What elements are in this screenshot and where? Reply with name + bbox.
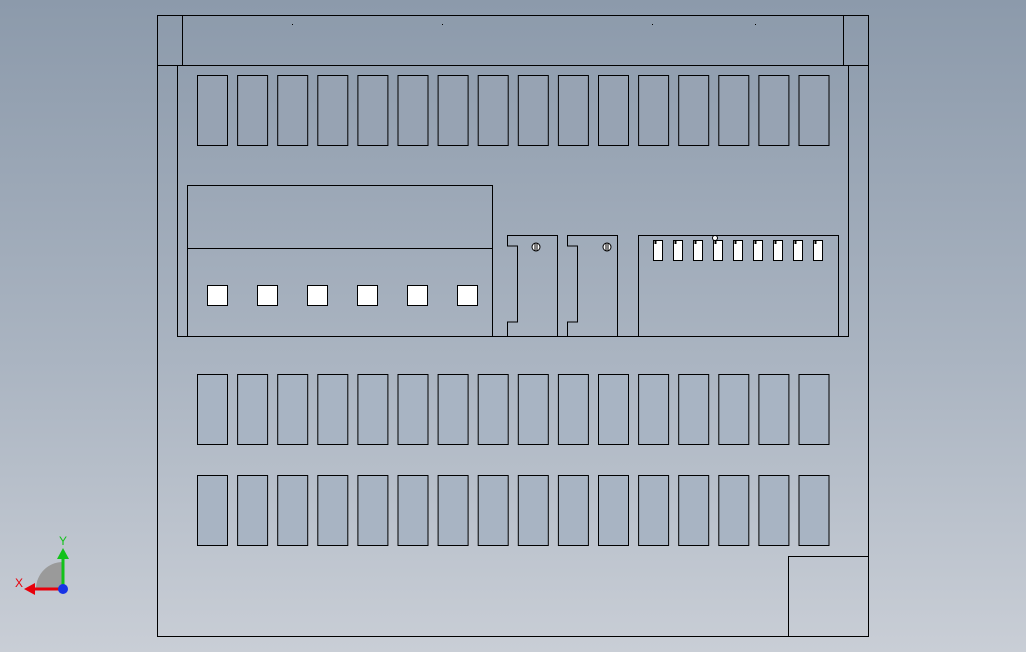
lower-module-16 [798, 475, 830, 546]
upper-module-9 [517, 75, 549, 146]
lower-module-9 [517, 475, 549, 546]
connector-pin-tab-8 [794, 240, 797, 244]
connector-strip [638, 235, 839, 337]
connector-pin-4 [713, 240, 723, 261]
orientation-triad: X Y [15, 534, 69, 595]
middle-module-7 [437, 374, 469, 445]
middle-module-15 [758, 374, 790, 445]
middle-module-2 [237, 374, 269, 445]
connector-pin-7 [773, 240, 783, 261]
triad-quadrant [36, 562, 63, 589]
middle-module-4 [317, 374, 349, 445]
middle-module-8 [477, 374, 509, 445]
terminal-box-5 [407, 285, 428, 306]
lower-module-8 [477, 475, 509, 546]
lower-module-4 [317, 475, 349, 546]
y-axis-label: Y [59, 534, 67, 548]
upper-module-14 [718, 75, 750, 146]
terminal-box-6 [457, 285, 478, 306]
connector-pin-tab-5 [734, 240, 737, 244]
z-axis-dot [58, 584, 68, 594]
upper-module-5 [357, 75, 389, 146]
connector-pin-1 [653, 240, 663, 261]
terminal-box-1 [207, 285, 228, 306]
middle-module-5 [357, 374, 389, 445]
upper-module-10 [557, 75, 589, 146]
upper-module-15 [758, 75, 790, 146]
terminal-box-2 [257, 285, 278, 306]
lower-module-row [197, 475, 830, 546]
top-cover [157, 15, 868, 66]
connector-pin-tab-3 [694, 240, 697, 244]
lower-module-12 [638, 475, 670, 546]
middle-module-12 [638, 374, 670, 445]
cabinet-outline [157, 15, 869, 637]
connector-pin-5 [733, 240, 743, 261]
terminal-box-4 [357, 285, 378, 306]
upper-module-4 [317, 75, 349, 146]
lower-module-7 [437, 475, 469, 546]
middle-module-6 [397, 374, 429, 445]
lower-module-5 [357, 475, 389, 546]
lower-module-6 [397, 475, 429, 546]
breaker-clamp-right [567, 235, 618, 336]
middle-module-3 [277, 374, 309, 445]
x-axis-label: X [15, 576, 23, 590]
breaker-clamp-left [507, 235, 558, 336]
upper-module-row [197, 75, 830, 146]
upper-module-11 [598, 75, 629, 146]
middle-module-11 [598, 374, 629, 445]
lower-module-15 [758, 475, 790, 546]
connector-pin-tab-1 [654, 240, 657, 244]
upper-module-7 [437, 75, 469, 146]
connector-pin-6 [753, 240, 763, 261]
lower-module-2 [237, 475, 269, 546]
connector-pin-9 [813, 240, 823, 261]
lower-module-10 [557, 475, 589, 546]
upper-module-1 [197, 75, 228, 146]
upper-module-2 [237, 75, 269, 146]
upper-module-13 [678, 75, 710, 146]
lower-module-3 [277, 475, 309, 546]
lower-module-11 [598, 475, 629, 546]
upper-module-16 [798, 75, 830, 146]
connector-pin-tab-2 [674, 240, 677, 244]
upper-module-6 [397, 75, 429, 146]
upper-module-12 [638, 75, 670, 146]
middle-module-13 [678, 374, 710, 445]
connector-pin-2 [673, 240, 683, 261]
lower-module-13 [678, 475, 710, 546]
middle-module-14 [718, 374, 750, 445]
connector-pin-tab-9 [814, 240, 817, 244]
middle-module-row [197, 374, 830, 445]
title-block [788, 556, 869, 637]
upper-module-3 [277, 75, 309, 146]
middle-module-9 [517, 374, 549, 445]
middle-module-16 [798, 374, 830, 445]
lower-module-14 [718, 475, 750, 546]
connector-pin-tab-7 [774, 240, 777, 244]
terminal-block [187, 185, 493, 337]
middle-module-10 [557, 374, 589, 445]
upper-module-8 [477, 75, 509, 146]
terminal-box-3 [307, 285, 328, 306]
connector-pin-tab-6 [754, 240, 757, 244]
middle-module-1 [197, 374, 228, 445]
lower-module-1 [197, 475, 228, 546]
connector-pin-3 [693, 240, 703, 261]
connector-pin-8 [793, 240, 803, 261]
connector-pin-tab-4 [714, 240, 717, 244]
